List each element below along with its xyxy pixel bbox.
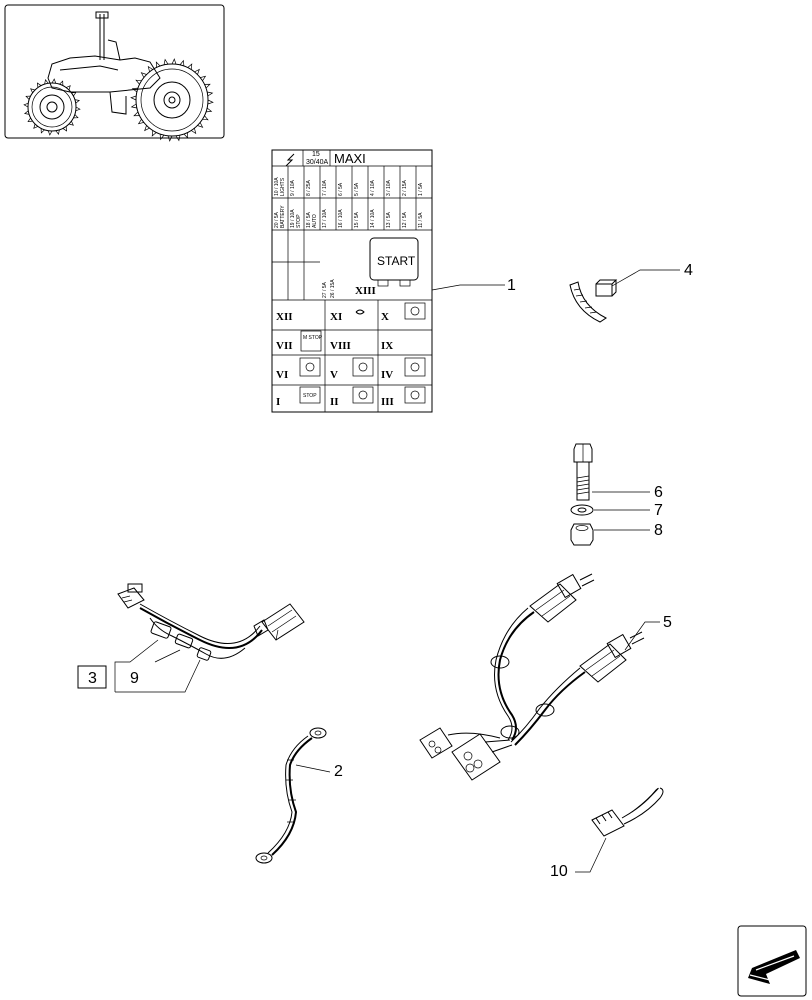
nut-part	[570, 523, 594, 546]
jumper-wire-part	[591, 787, 664, 837]
relay-roman-4: IV	[381, 369, 393, 381]
fuse-rating-lower: 12 / 5A	[402, 211, 408, 228]
relay-vii-symbol: M STOP	[300, 330, 323, 352]
tractor-thumbnail-icon	[4, 4, 225, 142]
callout-8: 8	[654, 522, 663, 539]
leader-line-10	[575, 837, 607, 873]
fuse-ratings: 10 / 10A 9 / 10A 8 / 25A 7 / 10A 6 / 5A 5 / 5…	[274, 177, 424, 298]
wiring-harness-3	[117, 583, 305, 661]
fuse-rating-upper: 5 / 5A	[354, 182, 360, 196]
relay-roman-13: XIII	[355, 285, 376, 297]
relay-ii-symbol	[352, 386, 374, 404]
callout-10: 10	[550, 863, 568, 880]
leader-line-4	[611, 269, 680, 287]
bolt-part	[573, 443, 593, 501]
cable-clip-part	[569, 279, 618, 323]
fuse-rating-lower: 19 / 10A	[290, 209, 296, 228]
callout-1: 1	[507, 277, 516, 294]
fuse-rating-lower: 14 / 10A	[370, 209, 376, 228]
fuse-rating-upper: 4 / 10A	[370, 179, 376, 196]
fuse-rating-upper: 9 / 10A	[290, 179, 296, 196]
relay-iii-symbol	[404, 386, 426, 404]
fuse-rating-lower: 20 / 5A	[274, 211, 280, 228]
callout-6: 6	[654, 484, 663, 501]
fuse-rating-lower: 18 / 5A	[306, 211, 312, 228]
header-amp-rating: 30/40A	[306, 159, 329, 166]
relay-text-mstop: M STOP	[303, 335, 323, 341]
fuse-tag: LIGHTS	[280, 177, 286, 196]
relay-iv-symbol	[404, 357, 426, 377]
relay-xi-symbol	[355, 309, 365, 315]
leader-line-2	[295, 764, 331, 773]
front-wheel	[27, 82, 77, 132]
relay-vi-symbol	[299, 357, 321, 377]
relay-i-symbol: STOP	[299, 386, 321, 404]
fuse-rating-extra: 26 / 15A	[330, 279, 336, 298]
relay-roman-2: II	[330, 396, 339, 408]
header-fuse-number: 15	[312, 151, 320, 158]
relay-roman-12: XII	[276, 311, 293, 323]
fuse-tag: BATTERY	[280, 205, 286, 228]
fuse-columns	[287, 166, 417, 300]
relay-roman-3: III	[381, 396, 394, 408]
fuse-rating-upper: 10 / 10A	[274, 177, 280, 196]
start-label: START	[377, 254, 416, 268]
leader-line-9a	[154, 649, 181, 663]
fuse-rating-upper: 8 / 25A	[306, 179, 312, 196]
relay-roman-5: V	[330, 369, 338, 381]
callout-2: 2	[334, 763, 343, 780]
fuse-rating-lower: 11 / 5A	[418, 212, 424, 228]
fuse-rating-lower: 17 / 10A	[322, 209, 328, 228]
wiring-harness-5	[419, 573, 645, 781]
fuse-rating-upper: 7 / 10A	[322, 179, 328, 196]
leader-line-3	[114, 639, 159, 692]
fuse-rating-upper: 6 / 5A	[338, 182, 344, 196]
fuse-rating-extra: 27 / 5A	[322, 281, 328, 298]
relay-roman-10: X	[381, 311, 389, 323]
leader-line-1	[431, 284, 505, 291]
start-relay: START XIII	[355, 237, 419, 297]
ground-strap-part	[255, 727, 327, 864]
fuse-box-label: 15 30/40A MAXI 10 / 10A 9 / 10A 8 / 25A 7 /…	[271, 149, 433, 413]
callout-3: 3	[88, 670, 97, 687]
relay-v-symbol	[352, 357, 374, 377]
fuse-rating-lower: 16 / 10A	[338, 209, 344, 228]
callout-5: 5	[663, 614, 672, 631]
relay-roman-6: VI	[276, 369, 288, 381]
rear-wheel	[135, 63, 209, 137]
nav-arrow-icon[interactable]	[737, 925, 807, 997]
leader-line-9b	[115, 659, 201, 693]
fuse-tag: AUTO	[312, 214, 318, 228]
callout-box-3	[77, 665, 107, 689]
relay-roman-7: VII	[276, 340, 293, 352]
fuse-rating-upper: 1 / 5A	[418, 182, 424, 196]
fuse-tag: STOP	[296, 214, 302, 228]
callout-9: 9	[130, 670, 139, 687]
fuse-rating-upper: 3 / 10A	[386, 179, 392, 196]
callout-7: 7	[654, 502, 663, 519]
relay-roman-8: VIII	[330, 340, 351, 352]
lightning-icon	[285, 153, 295, 167]
fuse-rating-lower: 15 / 5A	[354, 211, 360, 228]
relay-x-symbol	[404, 302, 426, 320]
fuse-rating-upper: 2 / 15A	[402, 179, 408, 196]
relay-roman-9: IX	[381, 340, 393, 352]
maxi-label: MAXI	[334, 151, 366, 166]
washer-part	[570, 504, 594, 516]
callout-4: 4	[684, 262, 693, 279]
leader-line-5	[624, 621, 660, 651]
relay-roman-11: XI	[330, 311, 342, 323]
fuse-rating-lower: 13 / 5A	[386, 211, 392, 228]
relay-roman-1: I	[276, 396, 280, 408]
relay-text-stop: STOP	[303, 393, 317, 399]
